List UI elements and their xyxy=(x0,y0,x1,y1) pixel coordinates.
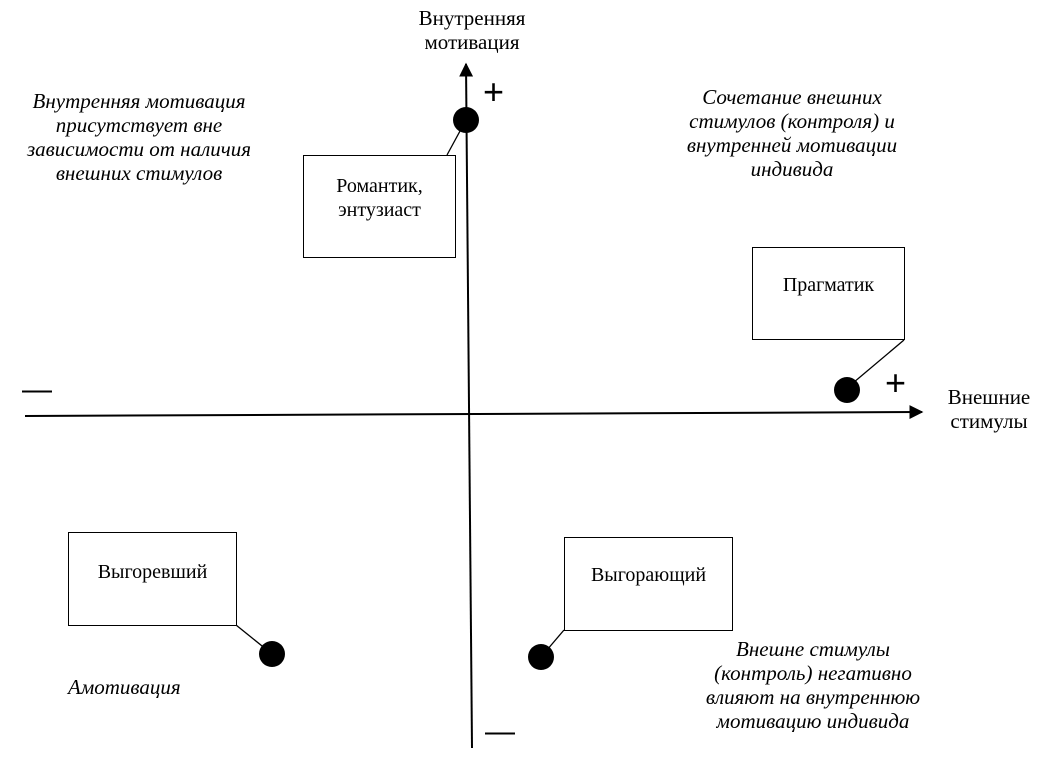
note-bottom-left: Амотивация xyxy=(68,675,181,699)
horizontal-plus-sign: + xyxy=(885,362,907,403)
box-pragmatic: Прагматик xyxy=(752,247,905,340)
vertical-minus-sign: — xyxy=(485,715,515,748)
vertical-plus-sign: + xyxy=(483,71,505,112)
box-romantic: Романтик, энтузиаст xyxy=(303,155,456,258)
dot-romantic xyxy=(453,107,479,133)
dot-burned-out xyxy=(259,641,285,667)
note-top-right: Сочетание внешних стимулов (контроля) и … xyxy=(686,85,898,181)
vertical-axis xyxy=(459,62,474,749)
dot-pragmatic xyxy=(834,377,860,403)
horizontal-axis xyxy=(24,405,924,420)
connector-pragmatic xyxy=(846,339,905,389)
note-bottom-right: Внешне стимулы (контроль) негативно влия… xyxy=(705,637,921,733)
horizontal-minus-sign: — xyxy=(22,373,52,406)
horizontal-axis-label: Внешние стимулы xyxy=(947,385,1031,433)
vertical-axis-label: Внутренняя мотивация xyxy=(418,6,526,54)
note-top-left: Внутренняя мотивация присутствует вне за… xyxy=(26,89,252,185)
box-burned-out: Выгоревший xyxy=(68,532,237,626)
box-burning-out: Выгорающий xyxy=(564,537,733,631)
dot-burning-out xyxy=(528,644,554,670)
